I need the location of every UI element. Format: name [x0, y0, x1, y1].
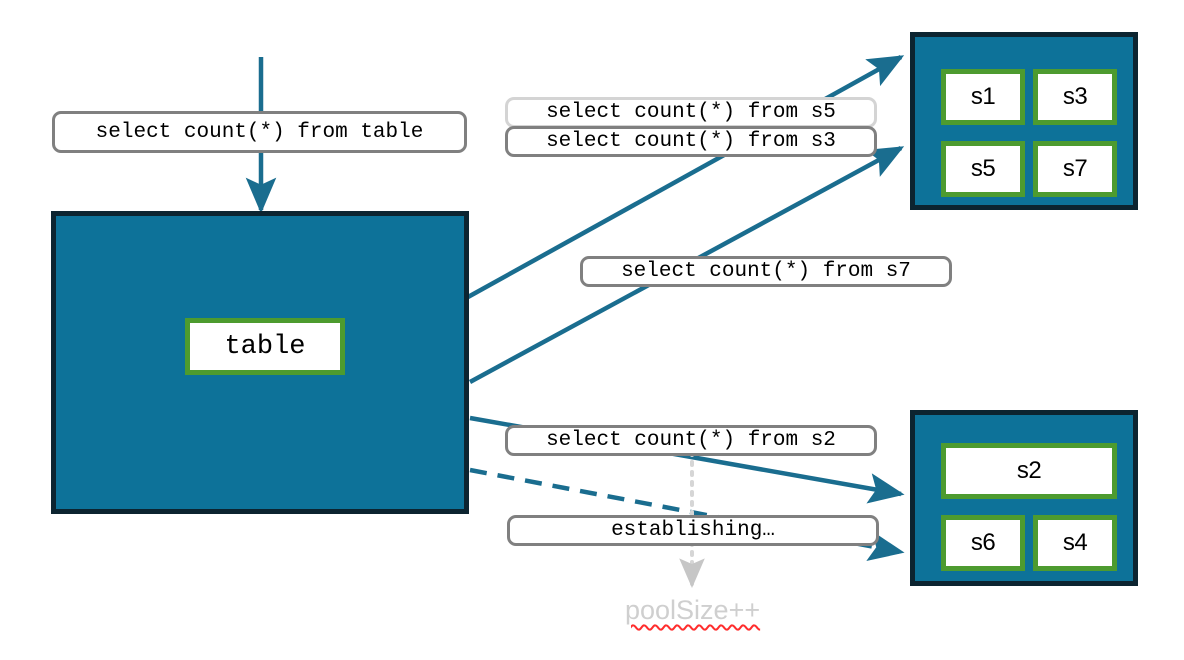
- chip-query-s5[interactable]: select count(*) from s5: [505, 97, 877, 128]
- chip-query-s3[interactable]: select count(*) from s3: [505, 126, 877, 157]
- node-s2[interactable]: s2: [941, 443, 1117, 499]
- node-table[interactable]: table: [185, 318, 345, 375]
- annotation-poolsize-increment: poolSize++: [625, 595, 761, 625]
- pool-top: s1 s3 s5 s7: [910, 32, 1138, 210]
- chip-query-s2[interactable]: select count(*) from s2: [505, 425, 877, 456]
- chip-query-table[interactable]: select count(*) from table: [52, 111, 467, 153]
- node-s7[interactable]: s7: [1033, 141, 1117, 197]
- node-s1[interactable]: s1: [941, 69, 1025, 125]
- node-s3[interactable]: s3: [1033, 69, 1117, 125]
- node-s6[interactable]: s6: [941, 515, 1025, 571]
- node-s5[interactable]: s5: [941, 141, 1025, 197]
- table-panel: table: [51, 211, 469, 514]
- chip-query-s7[interactable]: select count(*) from s7: [580, 256, 952, 287]
- node-s4[interactable]: s4: [1033, 515, 1117, 571]
- chip-establishing[interactable]: establishing…: [507, 515, 879, 546]
- pool-bottom: s2 s6 s4: [910, 410, 1138, 586]
